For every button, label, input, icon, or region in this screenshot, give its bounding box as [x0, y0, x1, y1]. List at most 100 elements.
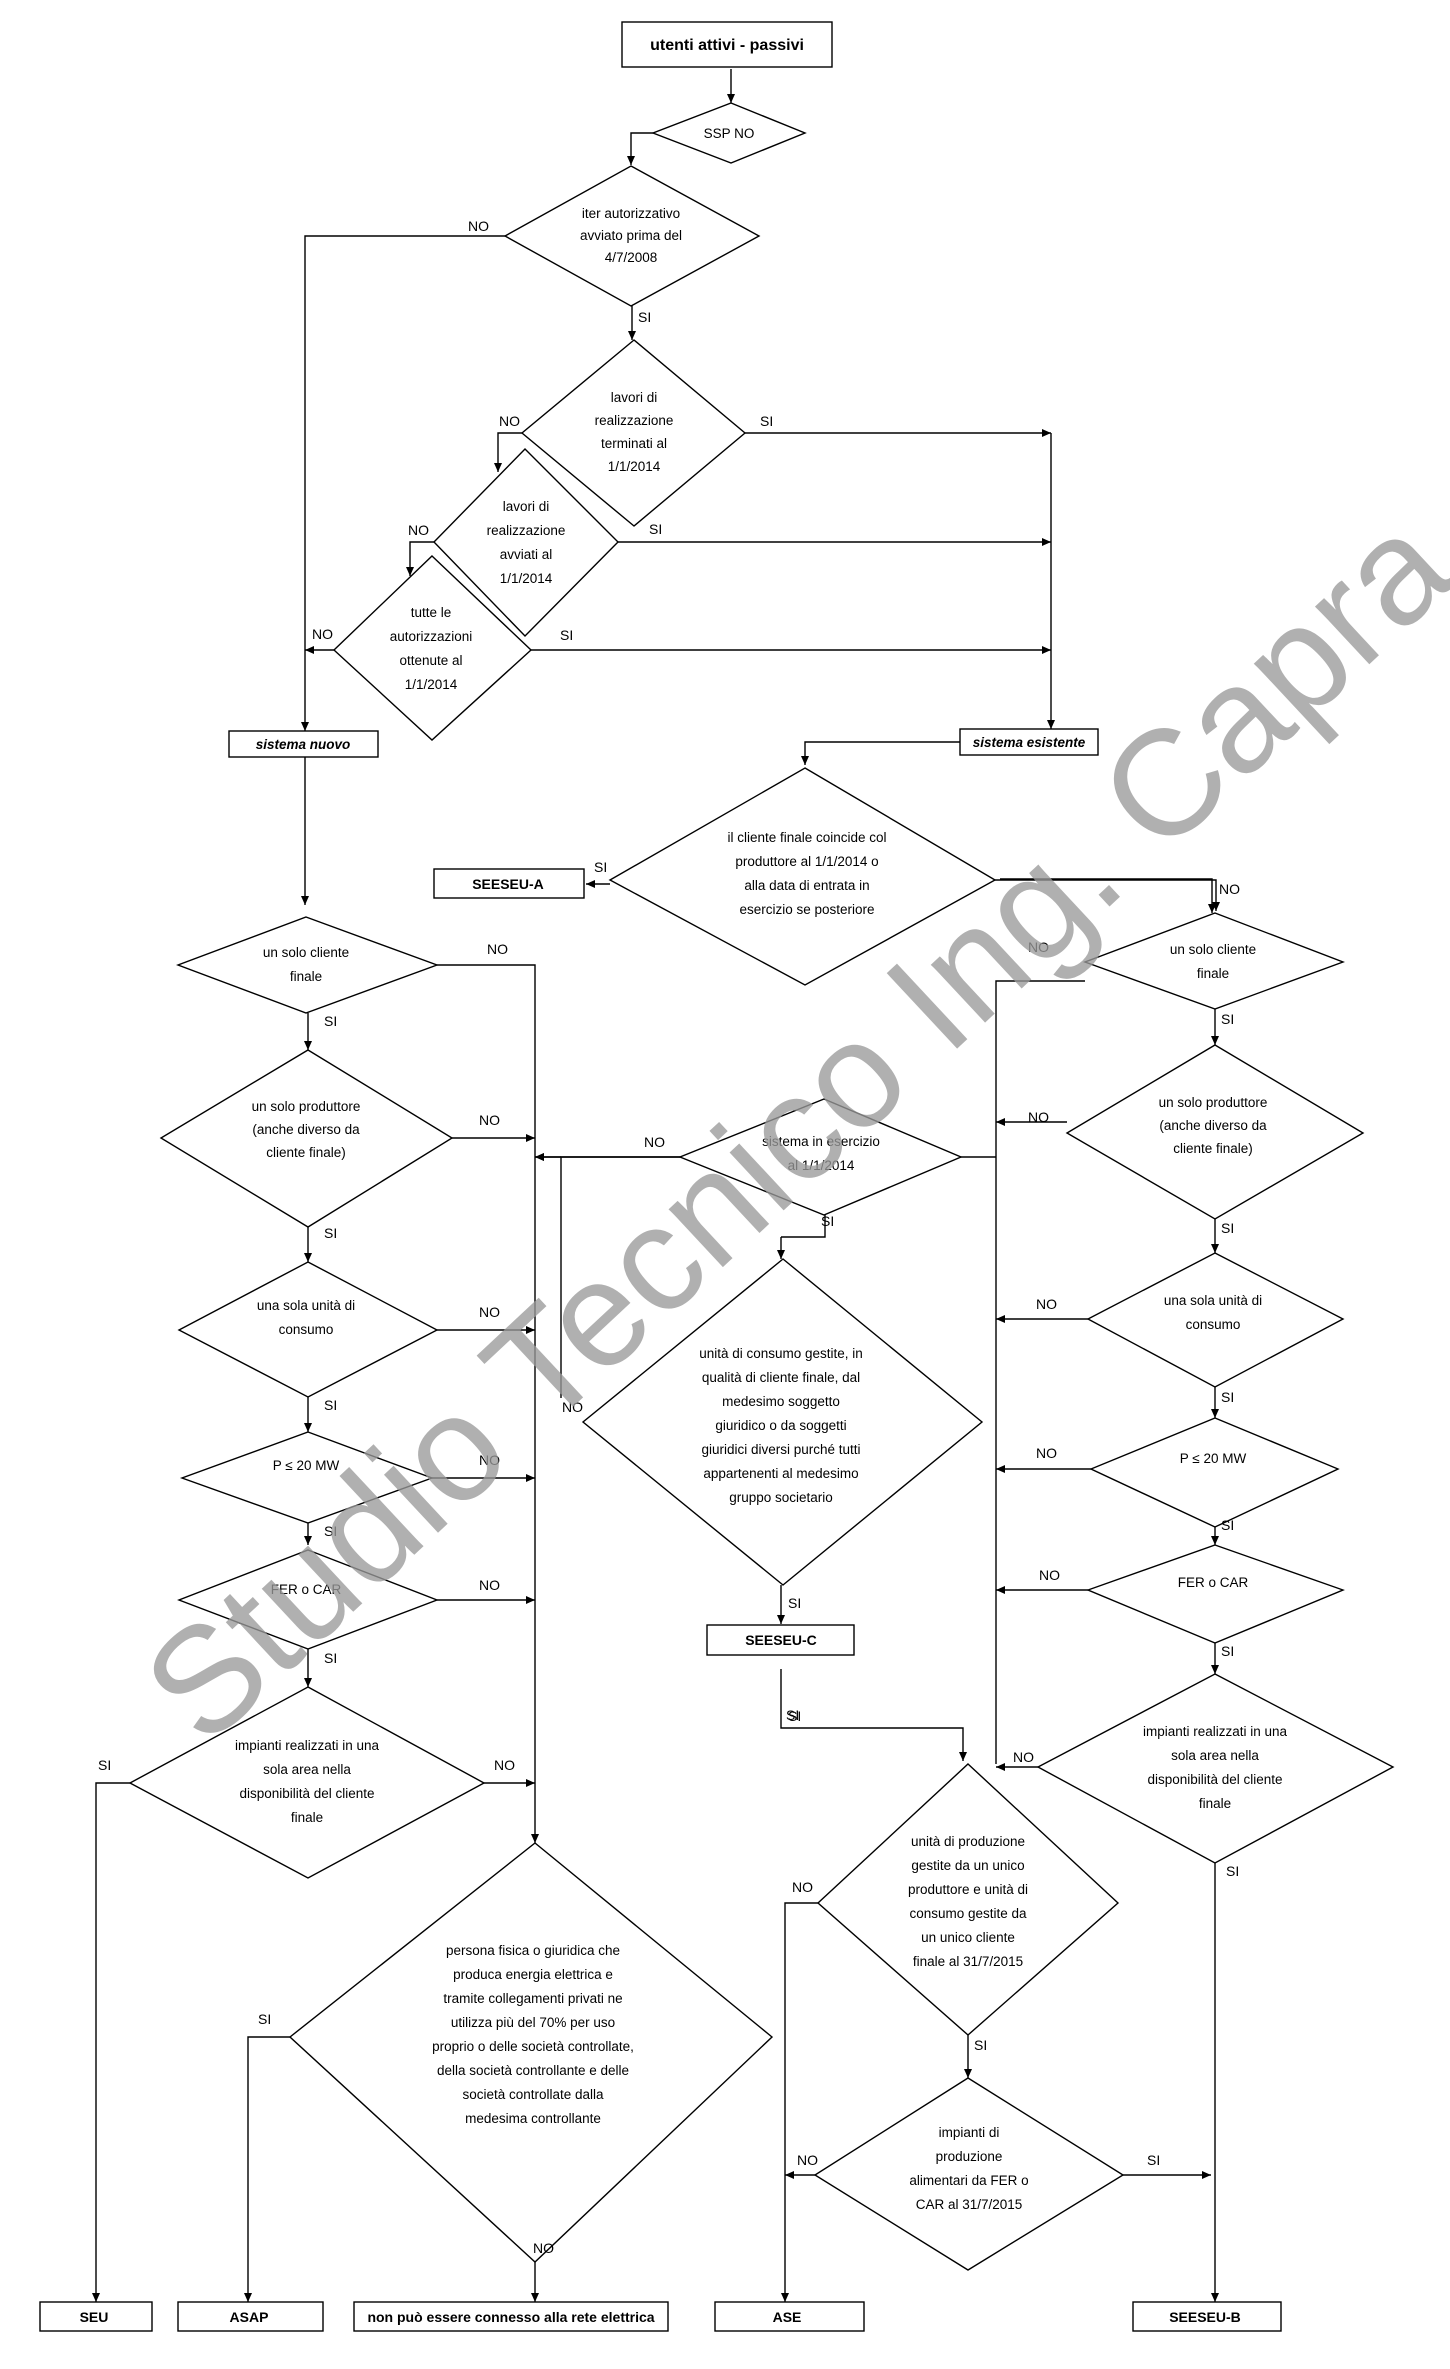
si-label: SI	[1221, 1643, 1234, 1659]
no-label: NO	[468, 218, 489, 234]
left-solo-produttore-decision	[159, 1049, 454, 1228]
si-label: SI	[786, 1707, 799, 1723]
no-label: NO	[644, 1134, 665, 1150]
no-label: NO	[1028, 939, 1049, 955]
no-label: NO	[1039, 1567, 1060, 1583]
si-label: SI	[1147, 2152, 1160, 2168]
right-fer-decision	[1086, 1544, 1345, 1644]
non-connesso-box	[353, 2301, 669, 2332]
si-label: SI	[1226, 1863, 1239, 1879]
si-label: SI	[649, 521, 662, 537]
cliente-coincide-decision	[608, 767, 997, 986]
right-sola-unita-decision	[1086, 1252, 1345, 1388]
si-label: SI	[98, 1757, 111, 1773]
si-label: SI	[1221, 1389, 1234, 1405]
branch-labels: NO SI NO SI NO SI NO SI SI NO NO SI NO S…	[98, 218, 1240, 2256]
no-label: NO	[487, 941, 508, 957]
left-fer-decision	[177, 1549, 439, 1650]
si-label: SI	[560, 627, 573, 643]
left-potenza-decision	[179, 1431, 435, 1524]
si-label: SI	[258, 2011, 271, 2027]
seu-box	[39, 2301, 153, 2332]
si-label: SI	[324, 1013, 337, 1029]
no-label: NO	[479, 1577, 500, 1593]
left-potenza-text: P ≤ 20 MW	[273, 1458, 340, 1473]
left-sola-unita-decision	[177, 1261, 439, 1398]
asap-text: ASAP	[230, 2309, 269, 2325]
iter-autorizzativo-decision	[503, 165, 761, 307]
si-label: SI	[324, 1397, 337, 1413]
lavori-terminati-decision	[520, 339, 747, 527]
si-label: SI	[1221, 1220, 1234, 1236]
no-label: NO	[479, 1304, 500, 1320]
si-label: SI	[638, 309, 651, 325]
asap-box	[177, 2301, 324, 2332]
lavori-avviati-decision	[433, 448, 619, 638]
no-label: NO	[792, 1879, 813, 1895]
si-label: SI	[788, 1595, 801, 1611]
right-area-decision	[1036, 1673, 1395, 1864]
sistema-esistente-box	[959, 728, 1099, 756]
si-label: SI	[1221, 1011, 1234, 1027]
non-connesso-text: non può essere connesso alla rete elettr…	[367, 2309, 654, 2325]
si-label: SI	[324, 1523, 337, 1539]
no-label: NO	[1036, 1445, 1057, 1461]
fer-2015-decision	[813, 2077, 1125, 2271]
nodes: utenti attivi - passivi SSP NO iter auto…	[39, 21, 1395, 2332]
si-label: SI	[788, 1708, 801, 1724]
no-label: NO	[408, 522, 429, 538]
ssp-no-decision	[651, 102, 807, 164]
seeseu-c-text: SEESEU-C	[745, 1632, 817, 1648]
seu-text: SEU	[80, 2309, 109, 2325]
si-label: SI	[324, 1225, 337, 1241]
si-label: SI	[760, 413, 773, 429]
left-fer-text: FER o CAR	[271, 1582, 342, 1597]
no-label: NO	[1013, 1749, 1034, 1765]
right-fer-text: FER o CAR	[1178, 1575, 1249, 1590]
seeseu-a-text: SEESEU-A	[472, 876, 544, 892]
no-label: NO	[1219, 881, 1240, 897]
si-label: SI	[821, 1213, 834, 1229]
no-label: NO	[479, 1452, 500, 1468]
esercizio-decision	[678, 1098, 963, 1216]
autorizzazioni-decision	[332, 555, 533, 741]
no-label: NO	[1036, 1296, 1057, 1312]
no-label: NO	[479, 1112, 500, 1128]
title-box	[621, 21, 833, 68]
prod-unico-decision	[816, 1763, 1120, 2036]
no-label: NO	[533, 2240, 554, 2256]
left-area-decision	[128, 1686, 486, 1879]
right-potenza-decision	[1089, 1417, 1340, 1528]
ssp-no-text: SSP NO	[704, 126, 755, 141]
right-solo-cliente-decision	[1082, 912, 1345, 1010]
seeseu-c-box	[706, 1624, 855, 1656]
ase-box	[714, 2301, 865, 2332]
no-label: NO	[494, 1757, 515, 1773]
no-label: NO	[562, 1399, 583, 1415]
no-label: NO	[499, 413, 520, 429]
no-label: NO	[312, 626, 333, 642]
persona-decision	[288, 1842, 774, 2263]
no-label: NO	[797, 2152, 818, 2168]
ase-text: ASE	[773, 2309, 802, 2325]
si-label: SI	[974, 2037, 987, 2053]
si-label: SI	[1221, 1517, 1234, 1533]
seeseu-b-text: SEESEU-B	[1169, 2309, 1241, 2325]
